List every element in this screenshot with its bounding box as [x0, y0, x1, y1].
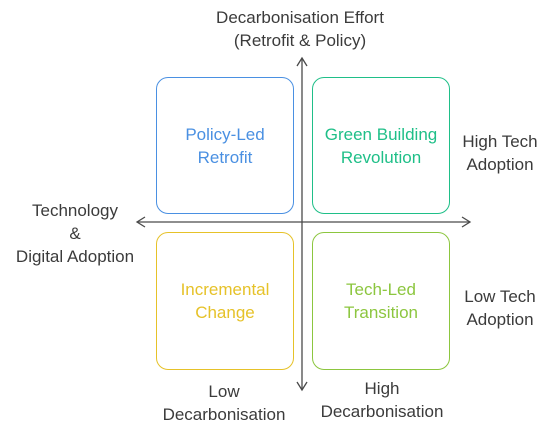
vertical-axis-title-line1: Decarbonisation Effort — [216, 8, 384, 27]
quadrant-policy-led-retrofit-line2: Retrofit — [197, 147, 253, 167]
row-label-low-tech: Low Tech Adoption — [452, 285, 548, 331]
vertical-axis-title: Decarbonisation Effort (Retrofit & Polic… — [190, 6, 410, 52]
quadrant-green-building-revolution: Green Building Revolution — [312, 77, 450, 214]
horizontal-axis-arrow-left — [135, 216, 146, 228]
quadrant-incremental-change: Incremental Change — [156, 232, 294, 370]
quadrant-green-building-revolution-line2: Revolution — [340, 147, 422, 167]
horizontal-axis-title-line1: Technology — [31, 201, 118, 220]
row-label-high-tech: High Tech Adoption — [452, 130, 548, 176]
vertical-axis-title-line2: (Retrofit & Policy) — [233, 31, 367, 50]
horizontal-axis-arrow-right — [461, 216, 472, 228]
column-label-low-line1: Low — [208, 382, 240, 401]
column-label-low-decarbonisation: Low Decarbonisation — [146, 380, 302, 426]
quadrant-incremental-change-line1: Incremental — [180, 280, 270, 299]
quadrant-policy-led-retrofit: Policy-Led Retrofit — [156, 77, 294, 214]
row-label-high-tech-line2: Adoption — [466, 155, 534, 174]
quadrant-tech-led-transition: Tech-Led Transition — [312, 232, 450, 370]
row-label-high-tech-line1: High Tech — [462, 132, 538, 151]
quadrant-tech-led-transition-line1: Tech-Led — [346, 280, 416, 299]
horizontal-axis-title-line3: Digital Adoption — [15, 247, 135, 266]
quadrant-policy-led-retrofit-line1: Policy-Led — [185, 124, 265, 144]
column-label-high-line1: High — [364, 379, 400, 398]
vertical-axis-arrow-bottom — [296, 381, 308, 392]
column-label-high-decarbonisation: High Decarbonisation — [304, 377, 460, 423]
quadrant-green-building-revolution-line1: Green Building — [324, 124, 438, 144]
quadrant-tech-led-transition-line2: Transition — [343, 303, 418, 322]
vertical-axis-arrow-top — [296, 56, 308, 67]
row-label-low-tech-line2: Adoption — [466, 310, 534, 329]
column-label-low-line2: Decarbonisation — [162, 405, 286, 424]
horizontal-axis-title: Technology & Digital Adoption — [0, 199, 150, 268]
horizontal-axis-title-line2: & — [69, 224, 81, 243]
column-label-high-line2: Decarbonisation — [320, 402, 444, 421]
quadrant-incremental-change-line2: Change — [195, 303, 255, 322]
row-label-low-tech-line1: Low Tech — [464, 287, 536, 306]
